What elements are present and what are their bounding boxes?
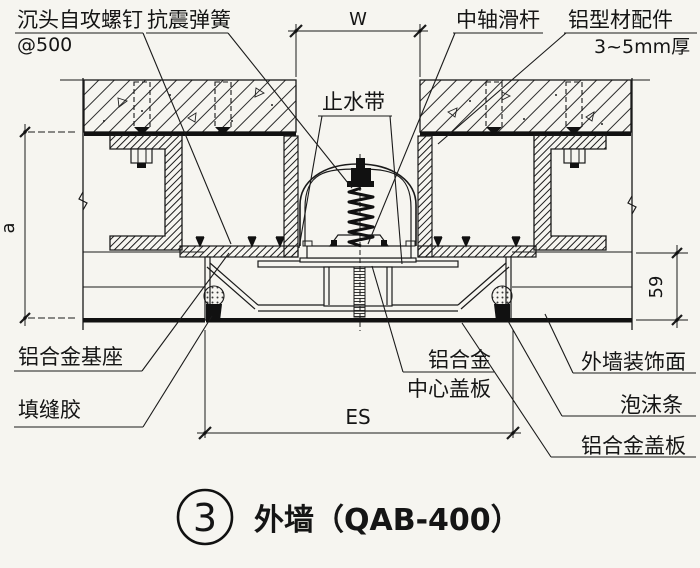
hanger-bolt-left (130, 148, 153, 168)
label-waterstop: 止水带 (322, 90, 385, 114)
joint-frame-right (417, 135, 433, 258)
label-screw: 沉头自攻螺钉 (17, 8, 143, 32)
dim-label-es: ES (345, 405, 370, 429)
detail-number: 3 (193, 496, 217, 540)
label-base: 铝合金基座 (18, 345, 123, 369)
countersunk-screws (195, 236, 521, 248)
finish-layers-left (83, 251, 204, 288)
hanger-bolt-right (563, 148, 586, 168)
compression-spring (347, 186, 375, 248)
dimension-a (19, 124, 76, 326)
center-bolt (347, 158, 374, 187)
label-profile: 铝型材配件 (568, 8, 673, 32)
c-channel-right (533, 134, 607, 251)
break-mark (627, 195, 637, 215)
sealant-bead-left (206, 304, 222, 321)
wall-face-right (627, 78, 637, 330)
title-bubble: 3 (176, 488, 234, 546)
label-center-cover-2: 中心盖板 (407, 377, 491, 401)
aggregate-mark (117, 97, 128, 108)
label-center-cover-1: 铝合金 (428, 348, 491, 372)
break-mark (78, 191, 88, 211)
label-sealant: 填缝胶 (18, 398, 81, 422)
anchor-screw-tips (134, 127, 582, 135)
sealant-bead-right (494, 304, 510, 321)
label-slide-rod: 中轴滑杆 (456, 8, 540, 32)
c-channel-left (109, 134, 183, 251)
title-text: 外墙（QAB-400） (254, 503, 521, 538)
label-screw-spacing: @500 (17, 34, 72, 56)
aggregate-mark (585, 111, 595, 122)
label-wall-finish: 外墙装饰面 (581, 350, 686, 374)
label-foam: 泡沫条 (620, 393, 683, 417)
label-spring: 抗震弹簧 (147, 8, 231, 32)
dimension-w (288, 24, 428, 77)
dim-label-a: a (0, 222, 19, 233)
foam-rod-left (203, 285, 225, 307)
label-side-cover: 铝合金盖板 (581, 434, 686, 458)
aggregate-mark (501, 91, 512, 101)
joint-frame-left (283, 135, 299, 258)
dimension-es (197, 330, 521, 440)
concrete-slab-left (83, 79, 297, 136)
aggregate-mark (447, 107, 458, 118)
aggregate-mark (254, 87, 265, 98)
finish-layers-right (512, 251, 632, 288)
foam-rod-right (491, 285, 513, 307)
dim-label-w: W (349, 9, 367, 30)
anchor-screws (133, 81, 583, 129)
wall-face-left (78, 78, 88, 330)
label-profile-thickness: 3~5mm厚 (594, 36, 690, 58)
concrete-slab-right (419, 79, 632, 136)
dimension-59 (636, 245, 688, 328)
leader-lines (14, 32, 697, 458)
aggregate-mark (187, 112, 197, 123)
dim-label-59: 59 (646, 276, 667, 299)
